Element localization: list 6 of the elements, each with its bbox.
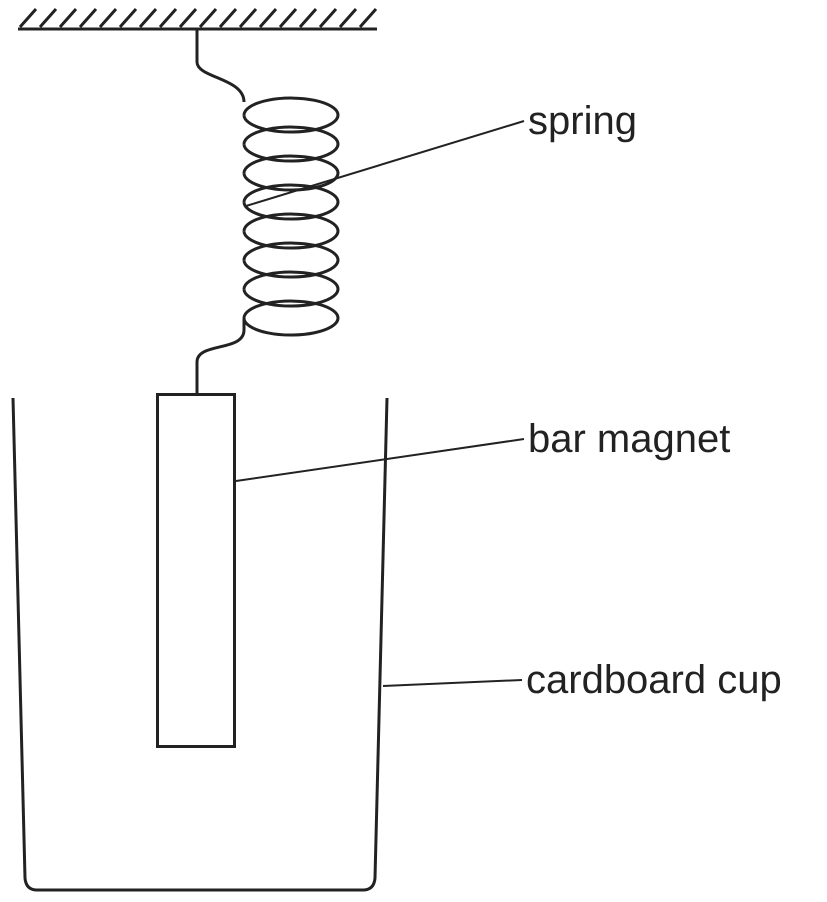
part-label: cardboard cup	[526, 657, 782, 703]
leader-line	[236, 438, 524, 482]
part-label: spring	[528, 98, 637, 144]
leader-line	[246, 120, 524, 207]
part-label: bar magnet	[528, 416, 730, 462]
leader-line	[382, 679, 522, 687]
